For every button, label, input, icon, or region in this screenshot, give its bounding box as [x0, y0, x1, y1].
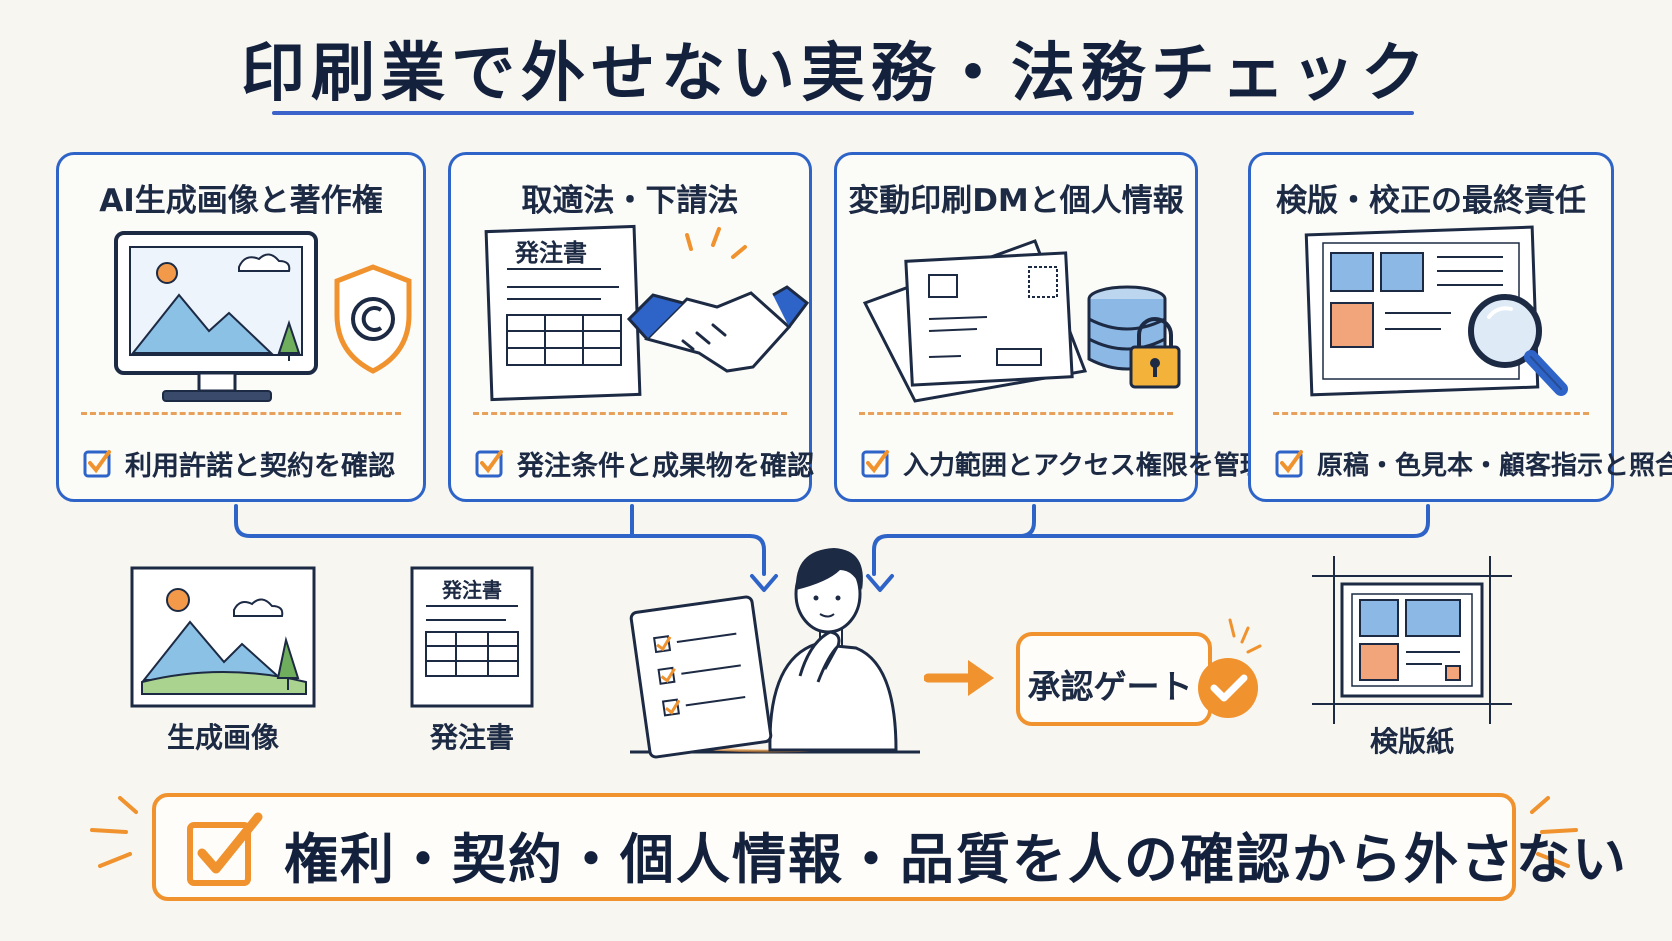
- checklist-item: 入力範囲とアクセス権限を管理: [861, 441, 1266, 485]
- proof-sheet-label: 検版紙: [1369, 725, 1454, 758]
- dashed-divider: [1273, 412, 1589, 415]
- check-label: 入力範囲とアクセス権限を管理: [903, 450, 1266, 481]
- check-label: 利用許諾と契約を確認: [125, 450, 395, 482]
- generated-image-icon: [130, 566, 316, 708]
- reviewer-person-icon: [629, 548, 920, 759]
- banner-sparkle-left-icon: [90, 796, 138, 868]
- monitor-copyright-icon: [114, 231, 412, 402]
- check-label: 原稿・色見本・顧客指示と照合: [1317, 450, 1672, 481]
- order-document-label: 発注書: [429, 721, 514, 754]
- checkbox-checked-icon: [1275, 450, 1303, 478]
- card-ai-copyright: AI生成画像と著作権 利用許諾と契約を確認: [56, 152, 426, 502]
- card-subcontract-law: 取適法・下請法 発注書 発注条件と成果物を確認: [448, 152, 814, 502]
- envelope-database-lock-icon: [862, 239, 1181, 403]
- checkbox-checked-icon: [83, 450, 111, 478]
- card-title: AI生成画像と著作権: [99, 183, 383, 219]
- banner-sparkle-right-icon: [1530, 796, 1578, 868]
- card-title: 取適法・下請法: [521, 183, 739, 219]
- summary-banner: 権利・契約・個人情報・品質を人の確認から外さない: [152, 793, 1626, 901]
- checkbox-checked-icon: [475, 450, 503, 478]
- document-heading: 発注書: [515, 239, 587, 267]
- arrow-right-icon: [924, 660, 994, 696]
- checklist-item: 発注条件と成果物を確認: [475, 441, 814, 485]
- generated-image-label: 生成画像: [166, 721, 279, 754]
- dashed-divider: [859, 412, 1173, 415]
- banner-text: 権利・契約・個人情報・品質を人の確認から外さない: [284, 828, 1628, 891]
- check-label: 発注条件と成果物を確認: [517, 450, 814, 482]
- card-proof-responsibility: 検版・校正の最終責任 原稿・色見本・顧客指示と照合: [1248, 152, 1672, 502]
- proof-sheet-magnifier-icon: [1304, 225, 1568, 397]
- proof-sheet-icon: [1312, 556, 1512, 724]
- card-variable-dm-privacy: 変動印刷DMと個人情報 入力範囲とアクセス権限を管理: [834, 152, 1266, 502]
- order-document-icon: [410, 566, 534, 708]
- banner-checkbox-icon: [187, 812, 263, 886]
- dashed-divider: [473, 412, 787, 415]
- order-document-heading: 発注書: [442, 578, 502, 602]
- check-circle-icon: [1198, 618, 1262, 718]
- card-title: 変動印刷DMと個人情報: [848, 183, 1184, 219]
- order-document-handshake-icon: [484, 224, 809, 402]
- title-underline: [272, 111, 1414, 115]
- dashed-divider: [81, 412, 401, 415]
- checkbox-checked-icon: [861, 450, 889, 478]
- approval-gate-label: 承認ゲート: [1027, 667, 1193, 706]
- approval-gate-box: 承認ゲート: [1016, 632, 1212, 726]
- checklist-item: 原稿・色見本・顧客指示と照合: [1275, 441, 1672, 485]
- card-title: 検版・校正の最終責任: [1276, 183, 1586, 219]
- checklist-item: 利用許諾と契約を確認: [83, 441, 413, 485]
- page-title: 印刷業で外せない実務・法務チェック: [241, 37, 1431, 111]
